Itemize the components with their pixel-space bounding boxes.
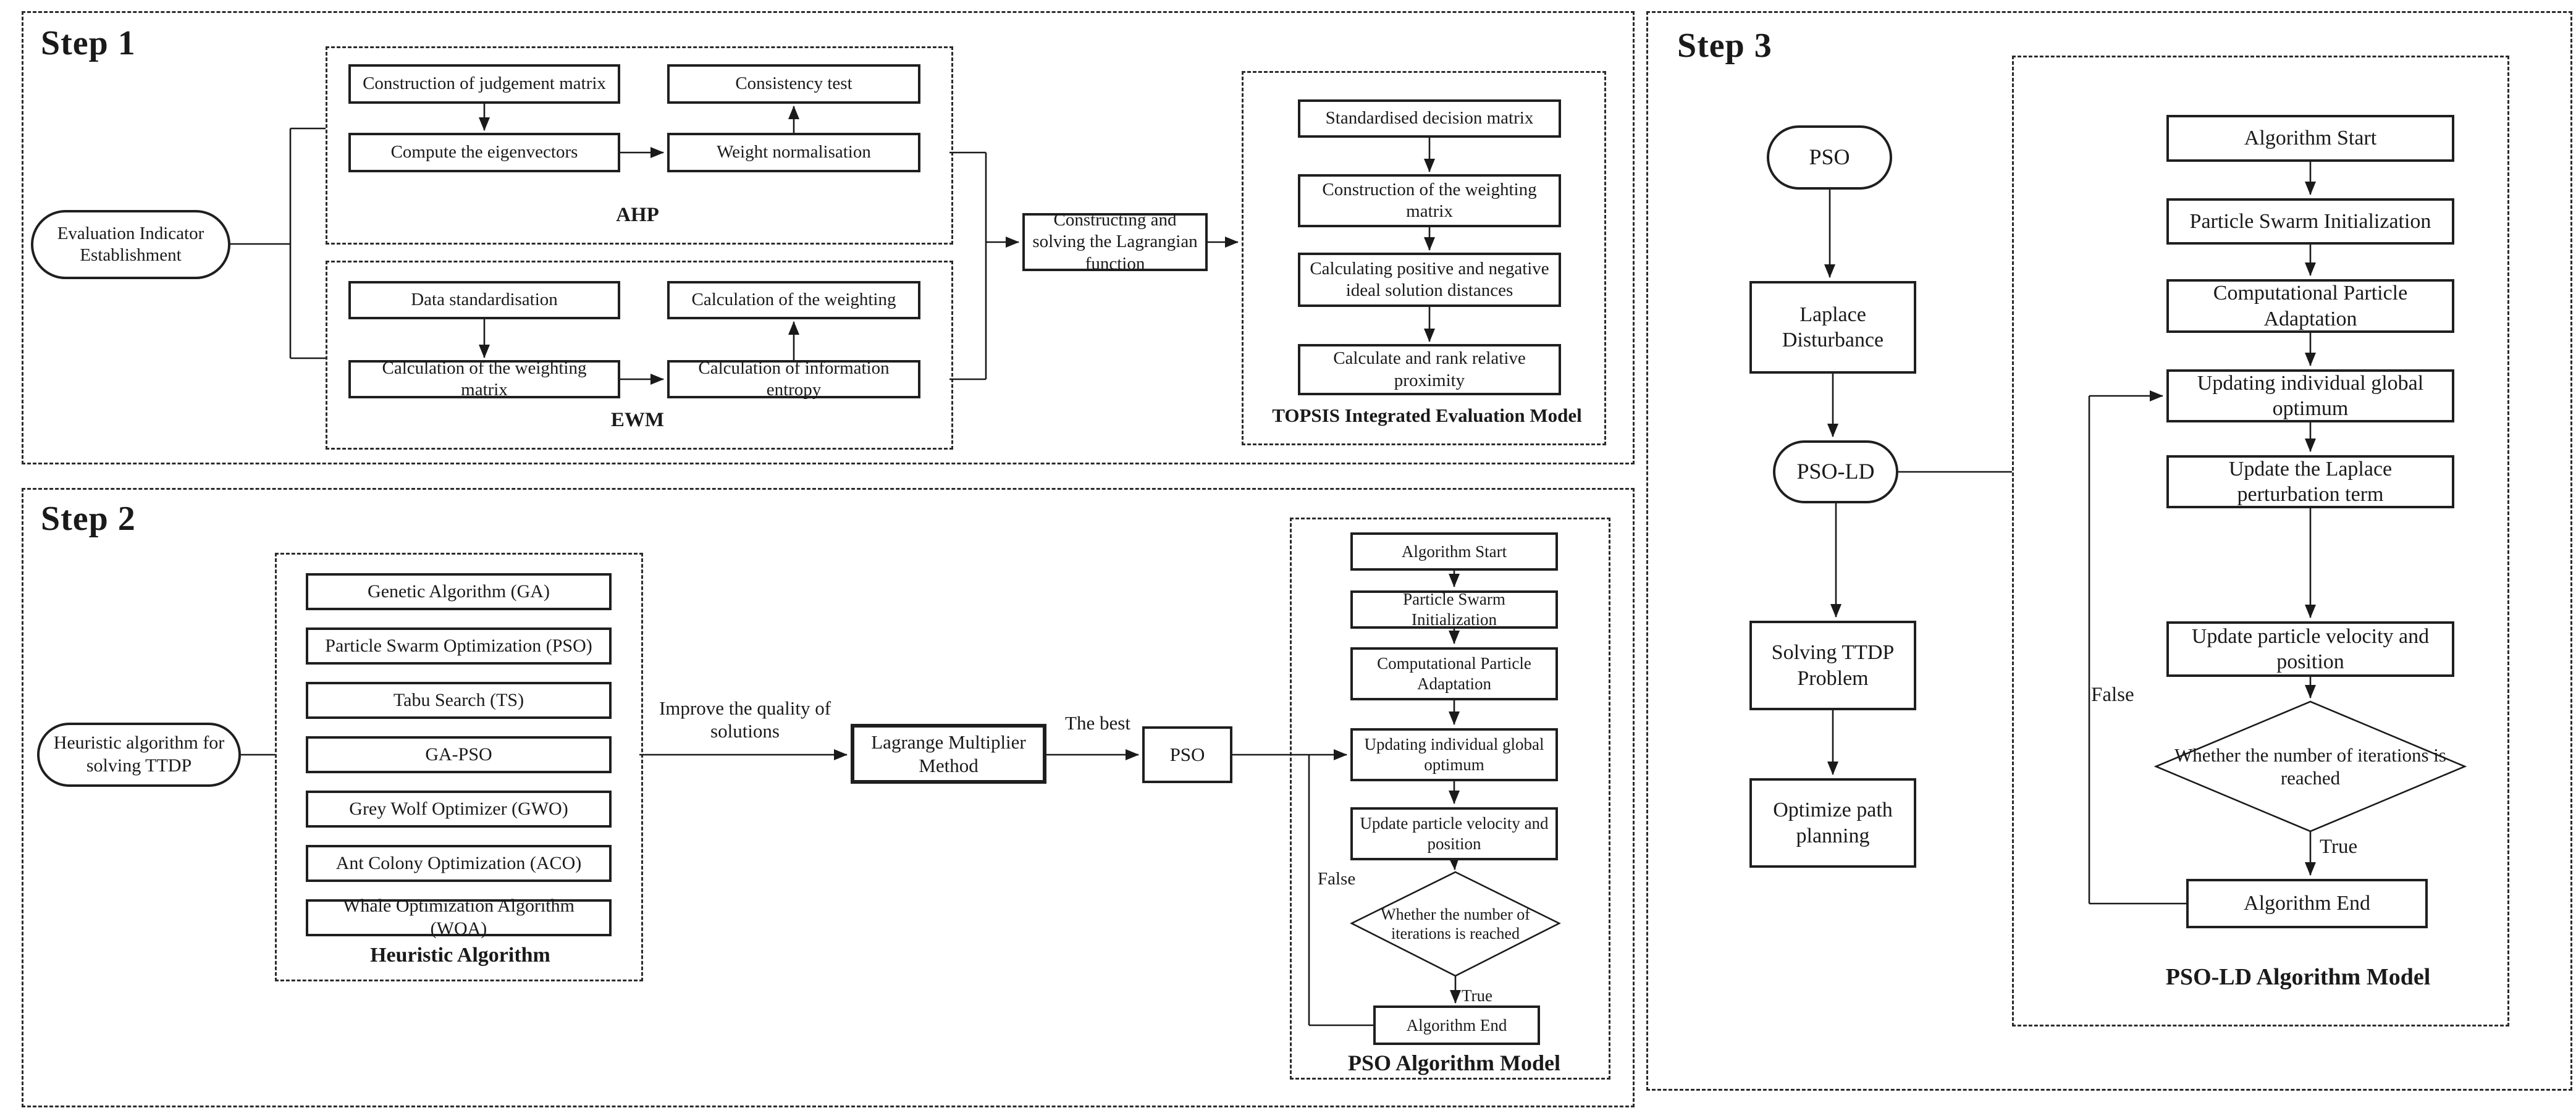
node-pso-updating-optimum: Updating individual global optimum	[1350, 728, 1558, 781]
psold-decision-text: Whether the number of iterations is reac…	[2174, 744, 2446, 789]
node-construction-weighting-matrix: Construction of the weighting matrix	[1298, 174, 1561, 227]
node-step3-pso: PSO	[1767, 125, 1892, 190]
step1-container	[22, 11, 1635, 464]
node-pso: PSO	[1142, 726, 1232, 783]
step3-container	[1646, 11, 2572, 1091]
step2-title: Step 2	[41, 500, 136, 538]
node-calc-weighting-matrix: Calculation of the weighting matrix	[348, 358, 620, 400]
node-judgement-matrix: Construction of judgement matrix	[348, 64, 620, 104]
node-genetic-algorithm: Genetic Algorithm (GA)	[306, 573, 612, 610]
node-heuristic-ttdp: Heuristic algorithm for solving TTDP	[37, 723, 241, 787]
node-ant-colony-optimization: Ant Colony Optimization (ACO)	[306, 845, 612, 882]
improve-quality-label: Improve the quality of solutions	[659, 697, 831, 742]
pso-model-caption: PSO Algorithm Model	[1348, 1051, 1560, 1075]
pso-decision-text: Whether the number of iterations is reac…	[1381, 905, 1530, 942]
node-ideal-solution-distances: Calculating positive and negative ideal …	[1298, 253, 1561, 307]
pso-ld-model-group	[2012, 56, 2509, 1026]
node-pso-swarm-initialization: Particle Swarm Initialization	[1350, 590, 1558, 629]
node-ga-pso: GA-PSO	[306, 736, 612, 773]
node-consistency-test: Consistency test	[667, 64, 920, 104]
node-psold-particle-adaptation: Computational Particle Adaptation	[2166, 279, 2454, 333]
pso-false-label: False	[1318, 869, 1356, 889]
pso-true-label: True	[1462, 986, 1493, 1005]
node-psold-algorithm-start: Algorithm Start	[2166, 115, 2454, 162]
pso-model-group	[1290, 518, 1610, 1080]
pso-ld-model-caption: PSO-LD Algorithm Model	[2165, 964, 2431, 990]
node-calc-information-entropy: Calculation of information entropy	[667, 358, 920, 400]
topsis-group	[1242, 71, 1606, 445]
ewm-group	[326, 261, 953, 450]
node-whale-optimization: Whale Optimization Algorithm (WOA)	[306, 896, 612, 939]
node-data-standardisation: Data standardisation	[348, 281, 620, 319]
node-optimize-path-planning: Optimize path planning	[1749, 778, 1916, 868]
node-psold-update-velocity: Update particle velocity and position	[2166, 621, 2454, 677]
node-lagrange-multiplier: Lagrange Multiplier Method	[851, 724, 1046, 784]
step2-container	[22, 488, 1635, 1107]
ahp-group	[326, 46, 953, 245]
node-weight-normalisation: Weight normalisation	[667, 133, 920, 172]
ewm-caption: EWM	[610, 409, 665, 431]
node-psold-updating-optimum: Updating individual global optimum	[2166, 369, 2454, 422]
heuristic-caption: Heuristic Algorithm	[370, 944, 550, 967]
psold-true-label: True	[2320, 836, 2358, 858]
node-calc-weighting: Calculation of the weighting	[667, 281, 920, 319]
node-pso-particle-adaptation: Computational Particle Adaptation	[1350, 647, 1558, 700]
the-best-label: The best	[1065, 712, 1130, 734]
node-compute-eigenvectors: Compute the eigenvectors	[348, 133, 620, 172]
node-grey-wolf-optimizer: Grey Wolf Optimizer (GWO)	[306, 791, 612, 828]
node-standardised-decision-matrix: Standardised decision matrix	[1298, 99, 1561, 138]
node-laplace-disturbance: Laplace Disturbance	[1749, 281, 1916, 374]
node-solving-ttdp: Solving TTDP Problem	[1749, 621, 1916, 710]
decision-diamond	[1350, 871, 1561, 977]
topsis-caption: TOPSIS Integrated Evaluation Model	[1272, 405, 1582, 426]
psold-false-label: False	[2091, 684, 2134, 706]
node-pso-ld: PSO-LD	[1773, 440, 1898, 503]
node-tabu-search: Tabu Search (TS)	[306, 682, 612, 719]
node-evaluation-indicator: Evaluation Indicator Establishment	[31, 210, 230, 279]
node-pso-algorithm-start: Algorithm Start	[1350, 532, 1558, 571]
node-pso-update-velocity: Update particle velocity and position	[1350, 807, 1558, 860]
node-pso-algorithm-end: Algorithm End	[1373, 1005, 1540, 1045]
step1-title: Step 1	[41, 24, 136, 62]
node-psold-laplace-term: Update the Laplace perturbation term	[2166, 455, 2454, 508]
step3-title: Step 3	[1677, 27, 1772, 65]
connectors	[230, 104, 2467, 1026]
decision-diamond	[2153, 700, 2467, 833]
node-psold-swarm-initialization: Particle Swarm Initialization	[2166, 198, 2454, 245]
ahp-caption: AHP	[616, 204, 659, 226]
node-lagrangian-function: Constructing and solving the Lagrangian …	[1022, 210, 1208, 274]
node-particle-swarm-optimization: Particle Swarm Optimization (PSO)	[306, 627, 612, 665]
node-rank-relative-proximity: Calculate and rank relative proximity	[1298, 344, 1561, 395]
heuristic-group	[275, 553, 643, 981]
node-psold-algorithm-end: Algorithm End	[2186, 879, 2428, 928]
